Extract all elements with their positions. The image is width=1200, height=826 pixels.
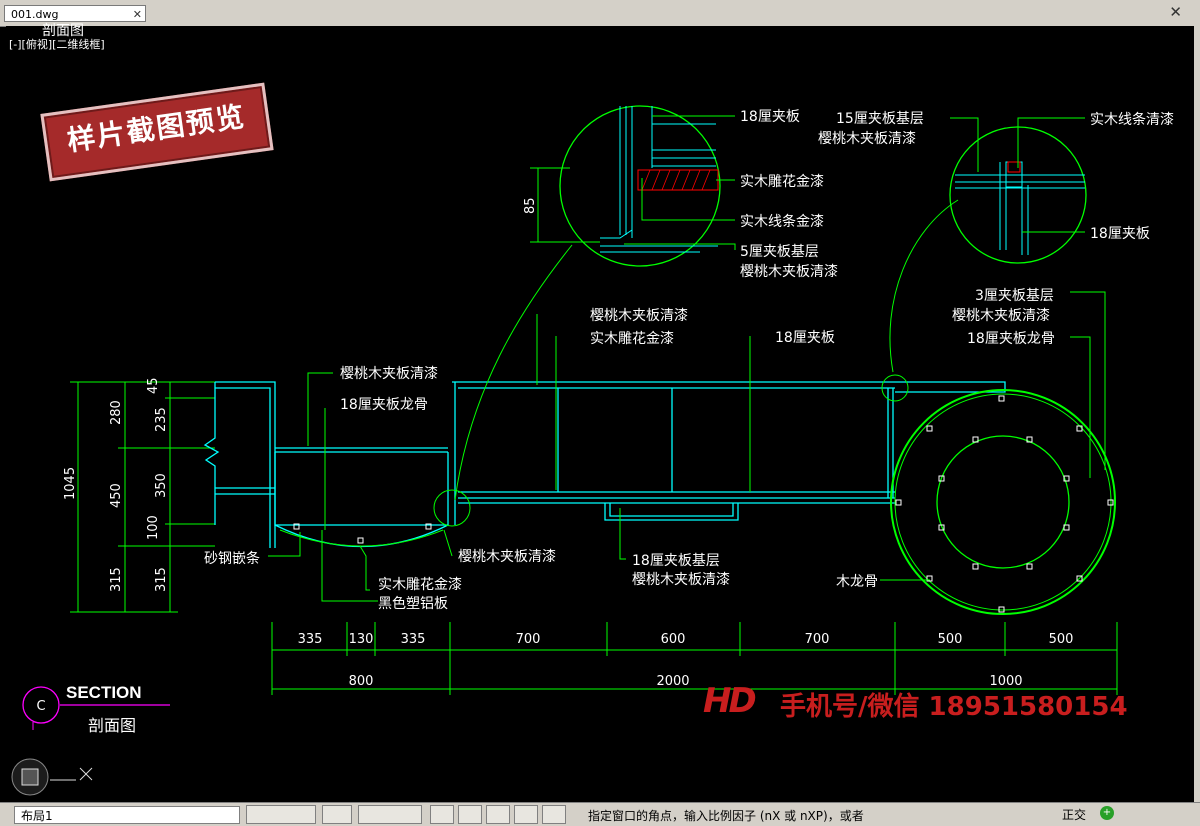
column-studs bbox=[895, 395, 1114, 613]
dim-45: 45 bbox=[146, 377, 161, 394]
annotation-c3: 18厘夹板龙骨 bbox=[967, 331, 1055, 347]
watermark-logo: HD bbox=[703, 681, 757, 721]
lineweight-icon[interactable] bbox=[542, 805, 566, 824]
annotation-e1: 樱桃木夹板清漆 bbox=[340, 365, 438, 382]
dim-235: 235 bbox=[154, 407, 169, 432]
annotation-f3: 实木雕花金漆 bbox=[378, 577, 462, 593]
annotation-f1: 砂钢嵌条 bbox=[204, 550, 260, 567]
add-icon[interactable]: + bbox=[1100, 806, 1114, 820]
file-tab-label: 001.dwg bbox=[11, 8, 59, 21]
detail-ref-a bbox=[433, 489, 471, 527]
leaders bbox=[268, 115, 1106, 602]
annotation-b1: 15厘夹板基层 bbox=[836, 110, 924, 127]
polar-icon[interactable] bbox=[458, 805, 482, 824]
dim-2000: 2000 bbox=[656, 674, 689, 689]
info-icon[interactable] bbox=[430, 805, 454, 824]
annotation-d2: 实木雕花金漆 bbox=[590, 331, 674, 347]
annotation-b3: 实木线条清漆 bbox=[1090, 111, 1174, 128]
dim-450: 450 bbox=[109, 483, 124, 508]
model-toggle-button[interactable] bbox=[246, 805, 316, 824]
dim-500-right: 500 bbox=[1049, 632, 1074, 647]
drawing-title-fragment: 剖面图 bbox=[42, 23, 84, 39]
annotation-c1: 3厘夹板基层 bbox=[975, 287, 1054, 304]
cad-drawing: 1045 280 450 315 45 235 350 100 315 85 bbox=[11, 105, 1174, 796]
file-tab[interactable]: 001.dwg ✕ bbox=[4, 5, 146, 22]
tab-close-icon[interactable]: ✕ bbox=[132, 8, 142, 21]
annotation-b4: 18厘夹板 bbox=[1090, 226, 1150, 242]
bottom-dimensions bbox=[271, 622, 1118, 695]
status-bar: 布局1 指定窗口的角点，输入比例因子 (nX 或 nXP)，或者 正交 + bbox=[0, 802, 1200, 826]
dim-100: 100 bbox=[146, 515, 161, 540]
ortho-icon[interactable] bbox=[514, 805, 538, 824]
dim-280: 280 bbox=[109, 400, 124, 425]
round-column bbox=[890, 389, 1116, 615]
annotation-e2: 18厘夹板龙骨 bbox=[340, 397, 428, 413]
dim-700-right: 700 bbox=[805, 632, 830, 647]
section-title: 剖面图 bbox=[88, 716, 137, 735]
dim-600: 600 bbox=[661, 632, 686, 647]
viewport-label[interactable]: [-][俯视][二维线框] bbox=[9, 38, 105, 51]
layout-tab[interactable]: 布局1 bbox=[14, 806, 240, 824]
dim-500-left: 500 bbox=[938, 632, 963, 647]
dim-350: 350 bbox=[154, 473, 169, 498]
drawing-canvas[interactable]: 剖面图 [-][俯视][二维线框] 1045 280 45 bbox=[6, 23, 1194, 802]
watermark-text: 手机号/微信 18951580154 bbox=[780, 692, 1128, 722]
section-marker-letter: C bbox=[36, 699, 45, 714]
command-line[interactable]: 指定窗口的角点，输入比例因子 (nX 或 nXP)，或者 bbox=[588, 809, 864, 823]
annotation-a1: 18厘夹板 bbox=[740, 109, 800, 125]
annotation-g2: 樱桃木夹板清漆 bbox=[632, 571, 730, 588]
dim-1045: 1045 bbox=[63, 467, 78, 500]
dim-315-inner: 315 bbox=[154, 567, 169, 592]
annotation-a4: 5厘夹板基层 bbox=[740, 243, 819, 260]
snap-icon[interactable] bbox=[486, 805, 510, 824]
annotation-a5: 樱桃木夹板清漆 bbox=[740, 263, 838, 280]
detail-circle-b bbox=[949, 126, 1087, 264]
dim-130: 130 bbox=[349, 632, 374, 647]
grid-button[interactable] bbox=[322, 805, 352, 824]
ucs-icon bbox=[11, 758, 93, 796]
annotation-a2: 实木雕花金漆 bbox=[740, 174, 824, 190]
fixings bbox=[293, 523, 432, 544]
annotation-d3: 18厘夹板 bbox=[775, 330, 835, 346]
detail-circle-a bbox=[559, 105, 721, 267]
dim-85: 85 bbox=[523, 197, 538, 214]
detail-ref-b bbox=[881, 374, 909, 402]
title-bar: 001.dwg ✕ ✕ bbox=[0, 0, 1200, 27]
annotation-b2: 樱桃木夹板清漆 bbox=[818, 130, 916, 147]
window-close-icon[interactable]: ✕ bbox=[1169, 3, 1182, 21]
annotation-f4: 黑色塑铝板 bbox=[378, 595, 448, 612]
annotation-h1: 木龙骨 bbox=[836, 574, 878, 590]
viewport-button[interactable] bbox=[358, 805, 422, 824]
dim-800: 800 bbox=[349, 674, 374, 689]
dim-1000: 1000 bbox=[989, 674, 1022, 689]
annotation-a3: 实木线条金漆 bbox=[740, 213, 824, 230]
annotation-g1: 18厘夹板基层 bbox=[632, 552, 720, 569]
dim-315-outer: 315 bbox=[109, 567, 124, 592]
annotation-f2: 樱桃木夹板清漆 bbox=[458, 548, 556, 565]
dim-335-right: 335 bbox=[401, 632, 426, 647]
ortho-mode-label[interactable]: 正交 bbox=[1062, 808, 1087, 822]
annotation-c2: 樱桃木夹板清漆 bbox=[952, 307, 1050, 324]
section-body bbox=[203, 381, 1006, 548]
dim-335-left: 335 bbox=[298, 632, 323, 647]
vertical-scrollbar[interactable] bbox=[1194, 26, 1200, 802]
section-label: SECTION bbox=[66, 683, 142, 702]
dim-700-left: 700 bbox=[516, 632, 541, 647]
left-dimensions bbox=[70, 167, 600, 613]
annotation-d1: 樱桃木夹板清漆 bbox=[590, 307, 688, 324]
section-marker-circle bbox=[22, 686, 60, 724]
